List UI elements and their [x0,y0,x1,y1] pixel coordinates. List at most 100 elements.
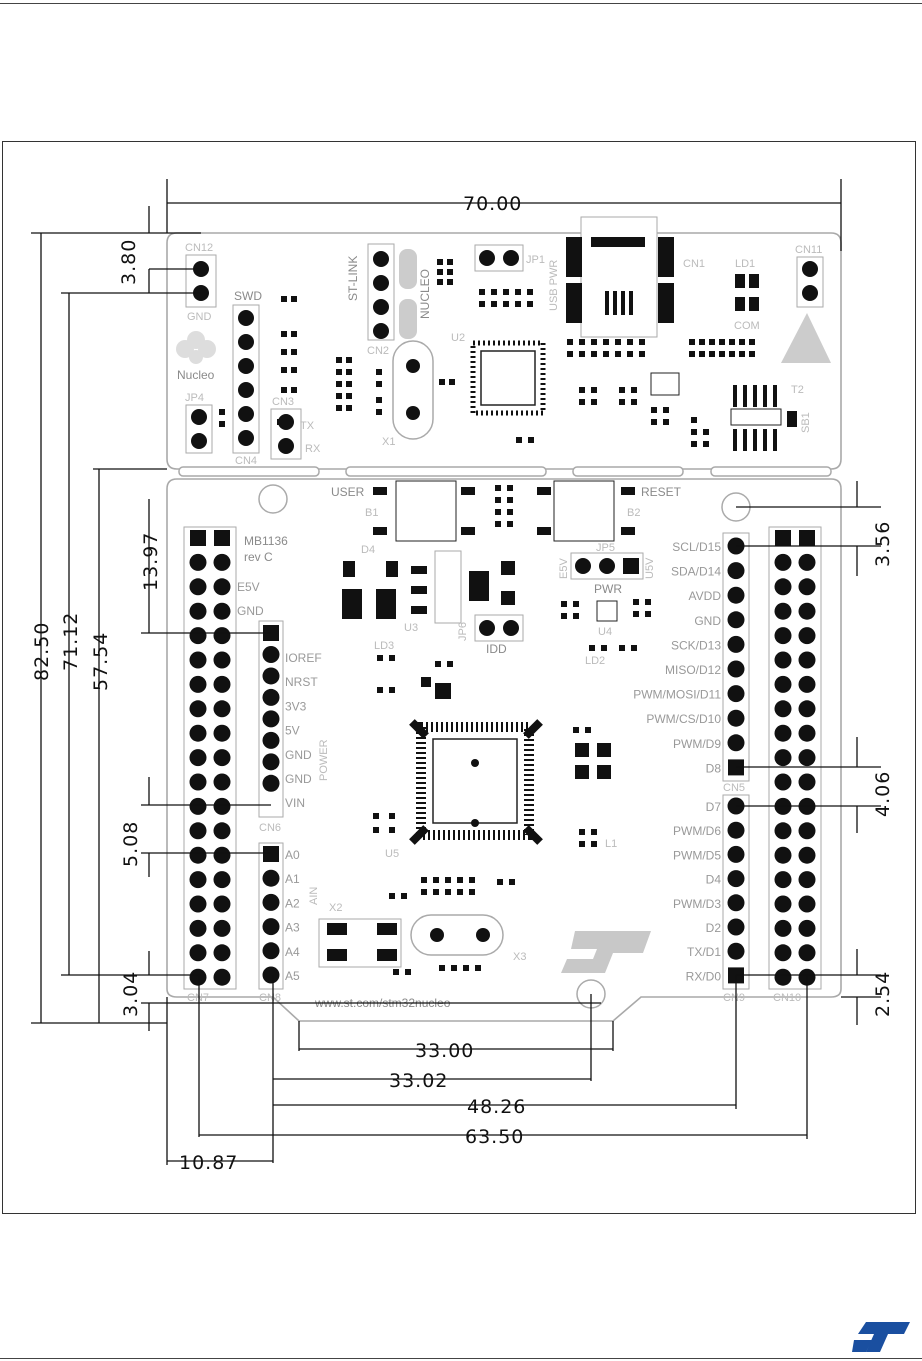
header-pin [774,944,792,962]
header-pin [727,734,745,752]
header-pin [774,871,792,889]
cn5-pin-label: GND [694,614,721,628]
header-pin [774,651,792,669]
header-pin [189,895,207,913]
reset-label: RESET [641,485,682,499]
header-pin [727,870,745,888]
header-pin [799,530,815,546]
ld3-label: LD3 [374,640,394,652]
cn9-label: CN9 [723,992,745,1004]
header-pin [189,651,207,669]
header-pin [774,895,792,913]
header-pin [213,846,231,864]
cn5-pin-label: SCK/D13 [671,638,721,652]
cn9-pin-label: PWM/D6 [673,824,721,838]
cn2-label: CN2 [367,345,389,357]
u5v-label: U5V [644,557,656,579]
board-revision: rev C [244,550,273,564]
header-pin [214,530,230,546]
header-pin [798,895,816,913]
cn9-pin-label: D2 [706,921,722,935]
header-pin [262,645,280,663]
header-pin [727,709,745,727]
dim-right-top: 3.56 [872,521,894,567]
dim-right-mid: 4.06 [872,771,894,817]
cn8-pin-label: A0 [285,848,300,862]
cn8-pin-label: A5 [285,969,300,983]
cn9-pin-label: PWM/D3 [673,897,721,911]
header-pin [727,562,745,580]
cn5-pin-label: SCL/D15 [672,540,721,554]
u3-label: U3 [404,622,418,634]
cn7-pins [189,530,231,986]
cn9-pin-label: TX/D1 [687,945,721,959]
cn6-pin-label: 5V [285,724,300,738]
header-pin [798,700,816,718]
header-pin [774,627,792,645]
header-pin [262,731,280,749]
dim-top-offset: 3.80 [118,239,140,285]
cn6-pin-label: 3V3 [285,699,307,713]
header-pin [189,871,207,889]
header-pin [189,627,207,645]
header-pin [213,602,231,620]
st-logo [852,1322,910,1352]
dim-height-pins: 71.12 [60,612,82,671]
header-pin [262,774,280,792]
header-pin [774,578,792,596]
header-pin [189,944,207,962]
dim-cn8-offset: 5.08 [120,821,142,867]
cn1-usb [580,216,658,338]
ld1-label: LD1 [735,258,755,270]
header-pin [727,918,745,936]
cn4-header [232,304,260,454]
x3-label: X3 [513,951,526,963]
header-pin [798,919,816,937]
header-pin [774,724,792,742]
cn8-pin-label: A3 [285,921,300,935]
mechanical-drawing-frame: CN12 GND Nucleo SWD CN4 JP4 CN3 TX RX ST… [2,141,916,1214]
jp6-label: JP6 [457,622,469,641]
header-pin [189,602,207,620]
nucleo-logo: Nucleo [176,331,216,382]
cn7-label: CN7 [187,992,209,1004]
header-pin [189,968,207,986]
tx-label: TX [300,420,315,432]
break-slots [178,466,832,477]
footer-rule [0,1358,922,1359]
header-rule [0,3,922,4]
header-pin [213,822,231,840]
cn4-label: CN4 [235,455,257,467]
x1-crystal [392,340,434,440]
header-pin [774,919,792,937]
dim-height-overall: 82.50 [31,622,53,681]
cn8-pin-label: A2 [285,896,300,910]
d4-label: D4 [361,544,375,556]
header-pin [213,895,231,913]
sb1-label: SB1 [800,412,812,433]
header-pin [727,942,745,960]
header-pin [213,651,231,669]
cn11-label: CN11 [795,244,822,256]
header-pin [262,688,280,706]
header-pin [774,675,792,693]
header-pin [262,893,280,911]
header-pin [189,749,207,767]
gnd-label: GND [187,311,212,323]
header-pin [262,667,280,685]
dim-cn6-offset: 13.97 [140,532,162,591]
pwr-label: PWR [594,582,622,596]
mount-hole [258,484,288,514]
header-pin [727,845,745,863]
smd-components-upper [219,259,755,447]
cn5-cn9-pins [727,537,745,984]
header-pin [213,724,231,742]
header-pin [189,675,207,693]
header-pin [189,553,207,571]
u5-mcu [409,719,543,845]
cn8-pin-label: A1 [285,872,300,886]
header-pin [727,894,745,912]
header-pin [774,553,792,571]
dim-bottom-c: 48.26 [467,1096,526,1118]
